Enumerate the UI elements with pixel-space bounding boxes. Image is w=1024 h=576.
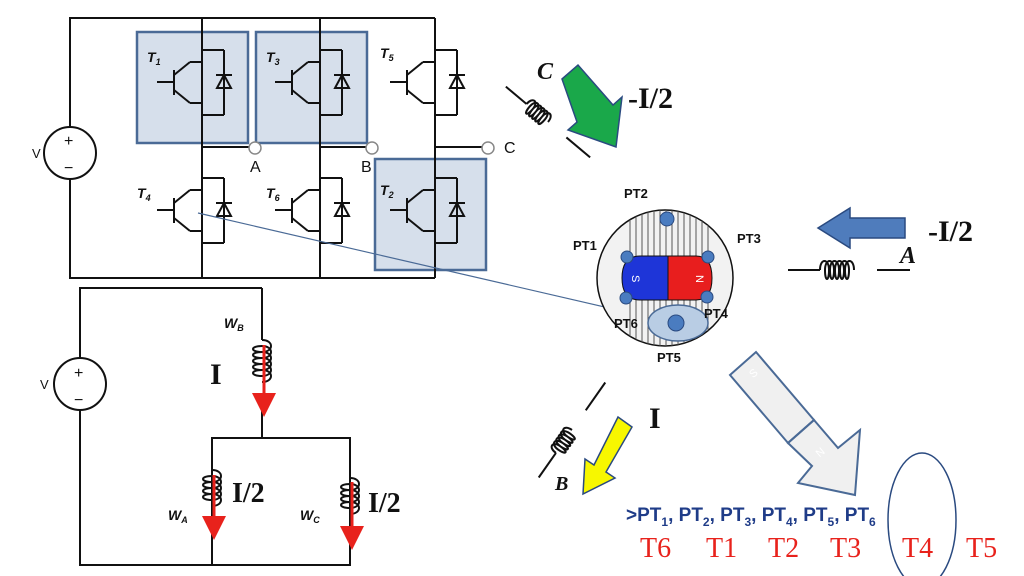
arrow-c-green [561,63,623,149]
igbt-t6-icon [275,177,351,244]
seq-t5: T5 [966,533,997,564]
phase-c-current: -I/2 [628,82,673,115]
sequence-highlight-ellipse [887,452,957,576]
node-c-terminal [481,141,495,155]
label-t5: T5 [380,45,395,63]
sensor-pt5-icon [667,314,685,332]
highlight-t2 [373,157,488,272]
phase-c-label: C [537,59,554,85]
phase-b-current: I [649,402,661,435]
label-wc: WC [300,507,320,525]
current-i-label: I [210,358,222,391]
igbt-t4-icon [157,177,233,244]
phase-b-label: B [554,473,568,495]
winding-source-minus: − [74,392,83,409]
sensor-pt1-icon [620,250,634,264]
igbt-t5-icon [390,49,466,116]
source-minus: − [64,160,73,177]
motor: S N PT2 PT3 PT1 PT4 PT6 PT5 [573,186,761,365]
dc-source-icon [43,126,97,180]
winding-source-plus: + [74,365,83,382]
label-wa: WA [168,507,188,525]
pt2-label: PT2 [624,186,648,201]
sensor-pt3-icon [701,250,715,264]
seq-t6: T6 [640,533,671,564]
coil-wb-icon [252,339,272,383]
label-t1: T1 [147,49,161,67]
node-a-terminal [248,141,262,155]
rotation-arrow: S N [728,350,862,497]
sensor-pt4-icon [700,290,714,304]
winding-circuit: V + − WB WA WC I I/2 I/2 [40,287,401,566]
current-a-label: I/2 [232,478,265,509]
phase-a-label: A [898,243,916,269]
sensor-pt2-icon [659,211,675,227]
seq-t1: T1 [706,533,737,564]
seq-t4: T4 [902,533,933,564]
sensor-sequence: >PT1, PT2, PT3, PT4, PT5, PT6 [626,505,876,529]
seq-t2: T2 [768,533,799,564]
source-label: V [32,146,41,161]
magnet-s-label: S [629,275,641,282]
arrow-b-yellow [582,415,633,496]
pt5-label: PT5 [657,350,681,365]
seq-t3: T3 [830,533,861,564]
phase-a-current: -I/2 [928,215,973,248]
inverter-circuit: V + − T1 T3 T5 T4 T6 T2 A B C [32,17,516,279]
current-c-label: I/2 [368,488,401,519]
phase-a-coil-icon [788,260,910,280]
label-wb: WB [224,315,244,333]
winding-source-label: V [40,377,49,392]
node-b-terminal [365,141,379,155]
source-plus: + [64,133,73,150]
label-t4: T4 [137,185,151,203]
arrow-a-blue [816,206,906,250]
pt3-label: PT3 [737,231,761,246]
magnet-n-label: N [693,275,705,283]
node-b-label: B [361,159,372,176]
label-t6: T6 [266,185,281,203]
node-c-label: C [504,140,516,157]
igbt-t3-icon [275,49,351,116]
igbt-t1-icon [157,49,233,116]
phase-b-coil-icon [537,381,607,479]
phase-c-coil-icon [505,85,591,159]
coil-wc-icon [340,477,360,515]
coil-wa-icon [202,469,222,507]
sensor-pt6-icon [619,291,633,305]
label-t2: T2 [380,182,394,200]
igbt-t2-icon [390,177,466,244]
pt4-label: PT4 [704,306,729,321]
pt6-label: PT6 [614,316,638,331]
pointer-line [197,212,653,319]
pt1-label: PT1 [573,238,597,253]
label-t3: T3 [266,49,280,67]
node-a-label: A [250,159,261,176]
winding-source-icon [53,357,107,411]
